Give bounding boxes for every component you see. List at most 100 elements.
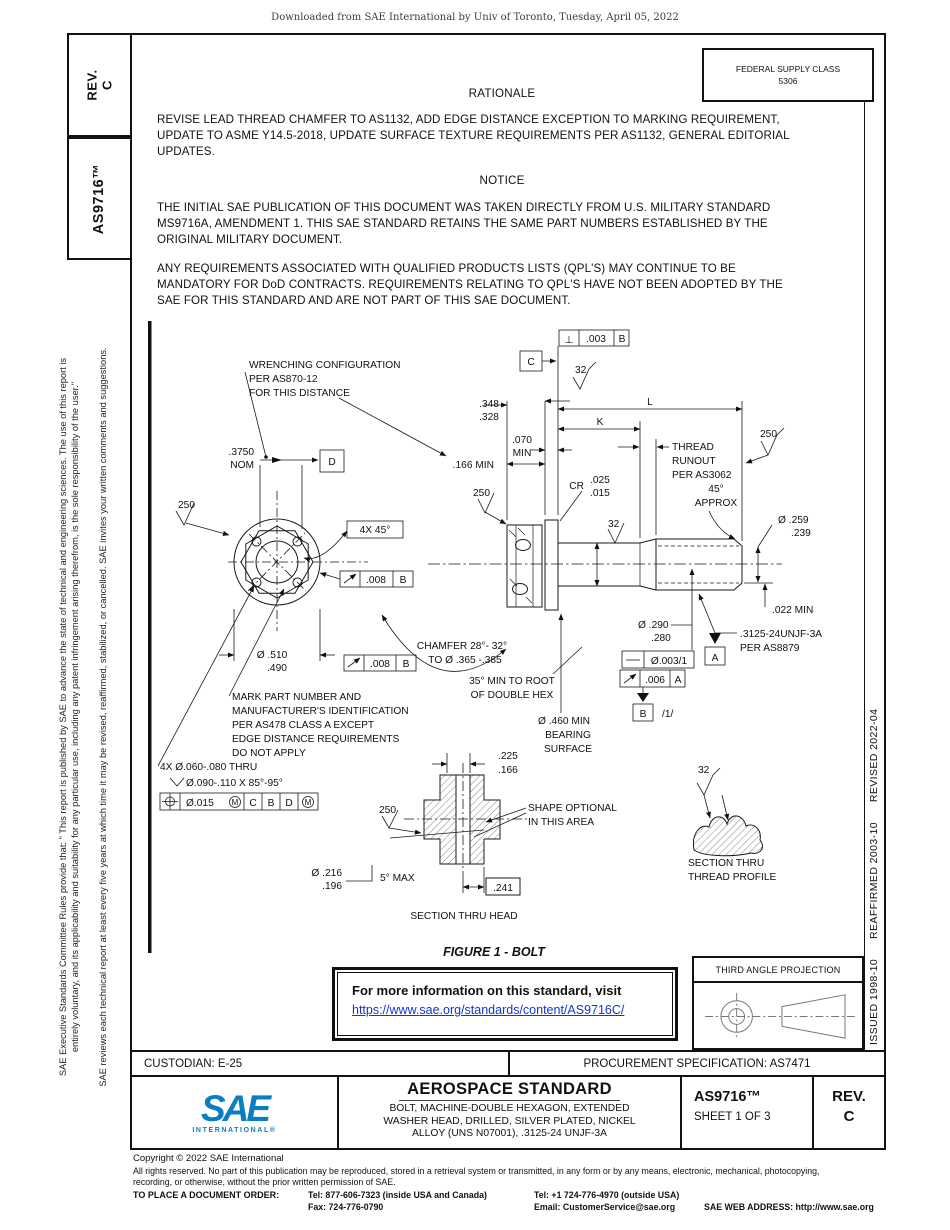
figure-label: RUNOUT (672, 456, 716, 467)
figure-label: Ø.015 (186, 798, 214, 809)
figure-label: .3750 (229, 447, 255, 458)
figure-label: .008 (366, 575, 386, 586)
notice-heading: NOTICE (479, 174, 525, 187)
side-view-dimensions (381, 329, 785, 773)
part-title-line: ALLOY (UNS N07001), .3125-24 UNJF-3A (412, 1128, 607, 1139)
figure-label: ⊥ (565, 335, 574, 346)
document-frame: FEDERAL SUPPLY CLASS 5306 RATIONALE REVI… (130, 33, 886, 1150)
order-label: TO PLACE A DOCUMENT ORDER: (133, 1190, 280, 1200)
more-info-box: For more information on this standard, v… (332, 967, 678, 1041)
figure-label: .490 (267, 663, 287, 674)
figure-label: .166 (498, 765, 518, 776)
figure-label: A (675, 675, 682, 686)
title-cell: AEROSPACE STANDARD BOLT, MACHINE-DOUBLE … (339, 1077, 682, 1148)
custodian-row: CUSTODIAN: E-25 PROCUREMENT SPECIFICATIO… (132, 1050, 884, 1077)
figure-label: Ø.090-.110 X 85°-95° (186, 778, 283, 789)
figure-label: .008 (370, 659, 390, 670)
right-column-divider (864, 102, 865, 1050)
figure-label: .3125-24UNJF-3A (740, 629, 822, 640)
figure-label: 32 (608, 519, 620, 530)
rationale-line: UPDATES. (157, 145, 215, 158)
notice-line: MANDATORY FOR DoD CONTRACTS. REQUIREMENT… (157, 278, 783, 291)
rights-line1: All rights reserved. No part of this pub… (133, 1166, 820, 1176)
figure-label: SURFACE (544, 744, 592, 755)
more-info-box-inner: For more information on this standard, v… (337, 972, 673, 1036)
figure-label: .241 (493, 883, 513, 894)
figure-label: 35° MIN TO ROOT (469, 676, 555, 687)
doc-number-vertical: AS9716™ (91, 163, 108, 234)
custodian-cell: CUSTODIAN: E-25 (132, 1052, 510, 1075)
figure-label: WRENCHING CONFIGURATION (249, 360, 400, 371)
figure-label: APPROX (695, 498, 738, 509)
revision-change-bar (148, 321, 152, 953)
figure-label: Ø .510 (257, 650, 288, 661)
email: Email: CustomerService@sae.org (534, 1202, 676, 1212)
front-view-dimensions (157, 371, 447, 811)
side-view-bolt (428, 519, 782, 611)
doc-number-cell: AS9716™ SHEET 1 OF 3 (682, 1077, 814, 1148)
figure-label: 250 (178, 500, 195, 511)
notice-line: ANY REQUIREMENTS ASSOCIATED WITH QUALIFI… (157, 262, 736, 275)
figure-label: Ø .216 (311, 868, 342, 879)
figure-label: .196 (322, 881, 342, 892)
rev-box: REV. C (67, 33, 132, 137)
web-address: SAE WEB ADDRESS: http://www.sae.org (704, 1202, 874, 1212)
figure-label: .025 (590, 475, 610, 486)
figure-label: 4X 45° (360, 525, 391, 536)
figure-label: .070 (512, 435, 532, 446)
figure-label: MIN (513, 448, 532, 459)
figure-label: PER AS8879 (740, 643, 800, 654)
figure-label: B (619, 334, 626, 345)
figure-label: 32 (698, 765, 710, 776)
figure-label: FOR THIS DISTANCE (249, 388, 350, 399)
figure-label: .239 (791, 528, 811, 539)
third-angle-projection-box: THIRD ANGLE PROJECTION (692, 956, 864, 1050)
rationale-heading: RATIONALE (468, 87, 536, 100)
figure-label: .022 MIN (772, 605, 813, 616)
figure-label: 250 (473, 488, 490, 499)
section-thru-head (346, 763, 530, 896)
figure-label: BEARING (545, 730, 591, 741)
figure-label: SECTION THRU HEAD (410, 911, 517, 922)
rights-line2: recording, or otherwise, without the pri… (133, 1177, 396, 1187)
figure-label: THREAD (672, 442, 714, 453)
figure-label: M (305, 798, 312, 807)
figure-label: FIGURE 1 - BOLT (443, 945, 546, 959)
sae-logo-text: SAE (200, 1087, 271, 1129)
download-header-note: Downloaded from SAE International by Uni… (271, 12, 679, 23)
figure-label: DO NOT APPLY (232, 748, 306, 759)
doc-number: AS9716™ (694, 1089, 761, 1105)
figure-label: CR (569, 481, 584, 492)
figure-label: .166 MIN (453, 460, 494, 471)
tel-inside: Tel: 877-606-7323 (inside USA and Canada… (308, 1190, 487, 1200)
procurement-cell: PROCUREMENT SPECIFICATION: AS7471 (583, 1057, 811, 1070)
fax: Fax: 724-776-0790 (308, 1202, 384, 1212)
third-angle-projection-symbol (705, 992, 855, 1041)
figure-label: L (647, 397, 653, 408)
part-title-line: WASHER HEAD, DRILLED, SILVER PLATED, NIC… (383, 1115, 636, 1127)
figure-label: 250 (760, 429, 777, 440)
committee-rules-line1: SAE Executive Standards Committee Rules … (58, 357, 68, 1077)
figure-label: PER AS870-12 (249, 374, 318, 385)
figure-label: B (400, 575, 407, 586)
figure-label: .225 (498, 751, 518, 762)
copyright-line: Copyright © 2022 SAE International (133, 1153, 284, 1164)
standard-url-link[interactable]: https://www.sae.org/standards/content/AS… (352, 1003, 625, 1017)
figure-label: B (640, 709, 647, 720)
notice-line: MS9716A, AMENDMENT 1. THIS SAE STANDARD … (157, 217, 768, 230)
figure-label: 32 (575, 365, 587, 376)
rev-cell: REV. C (814, 1077, 884, 1148)
figure-label: K (597, 417, 604, 428)
rev-cell-label: REV. (832, 1088, 866, 1105)
document-type: AEROSPACE STANDARD (399, 1080, 620, 1101)
figure-label: CHAMFER 28°- 32° (417, 641, 507, 652)
review-note: SAE reviews each technical report at lea… (98, 347, 108, 1087)
figure-label: C (249, 798, 256, 809)
figure-label: 250 (379, 805, 396, 816)
doc-number-box: AS9716™ (67, 137, 132, 260)
sae-logo-subtext: INTERNATIONAL® (192, 1126, 277, 1134)
figure-label: .328 (479, 412, 499, 423)
figure-label: SHAPE OPTIONAL (528, 803, 617, 814)
